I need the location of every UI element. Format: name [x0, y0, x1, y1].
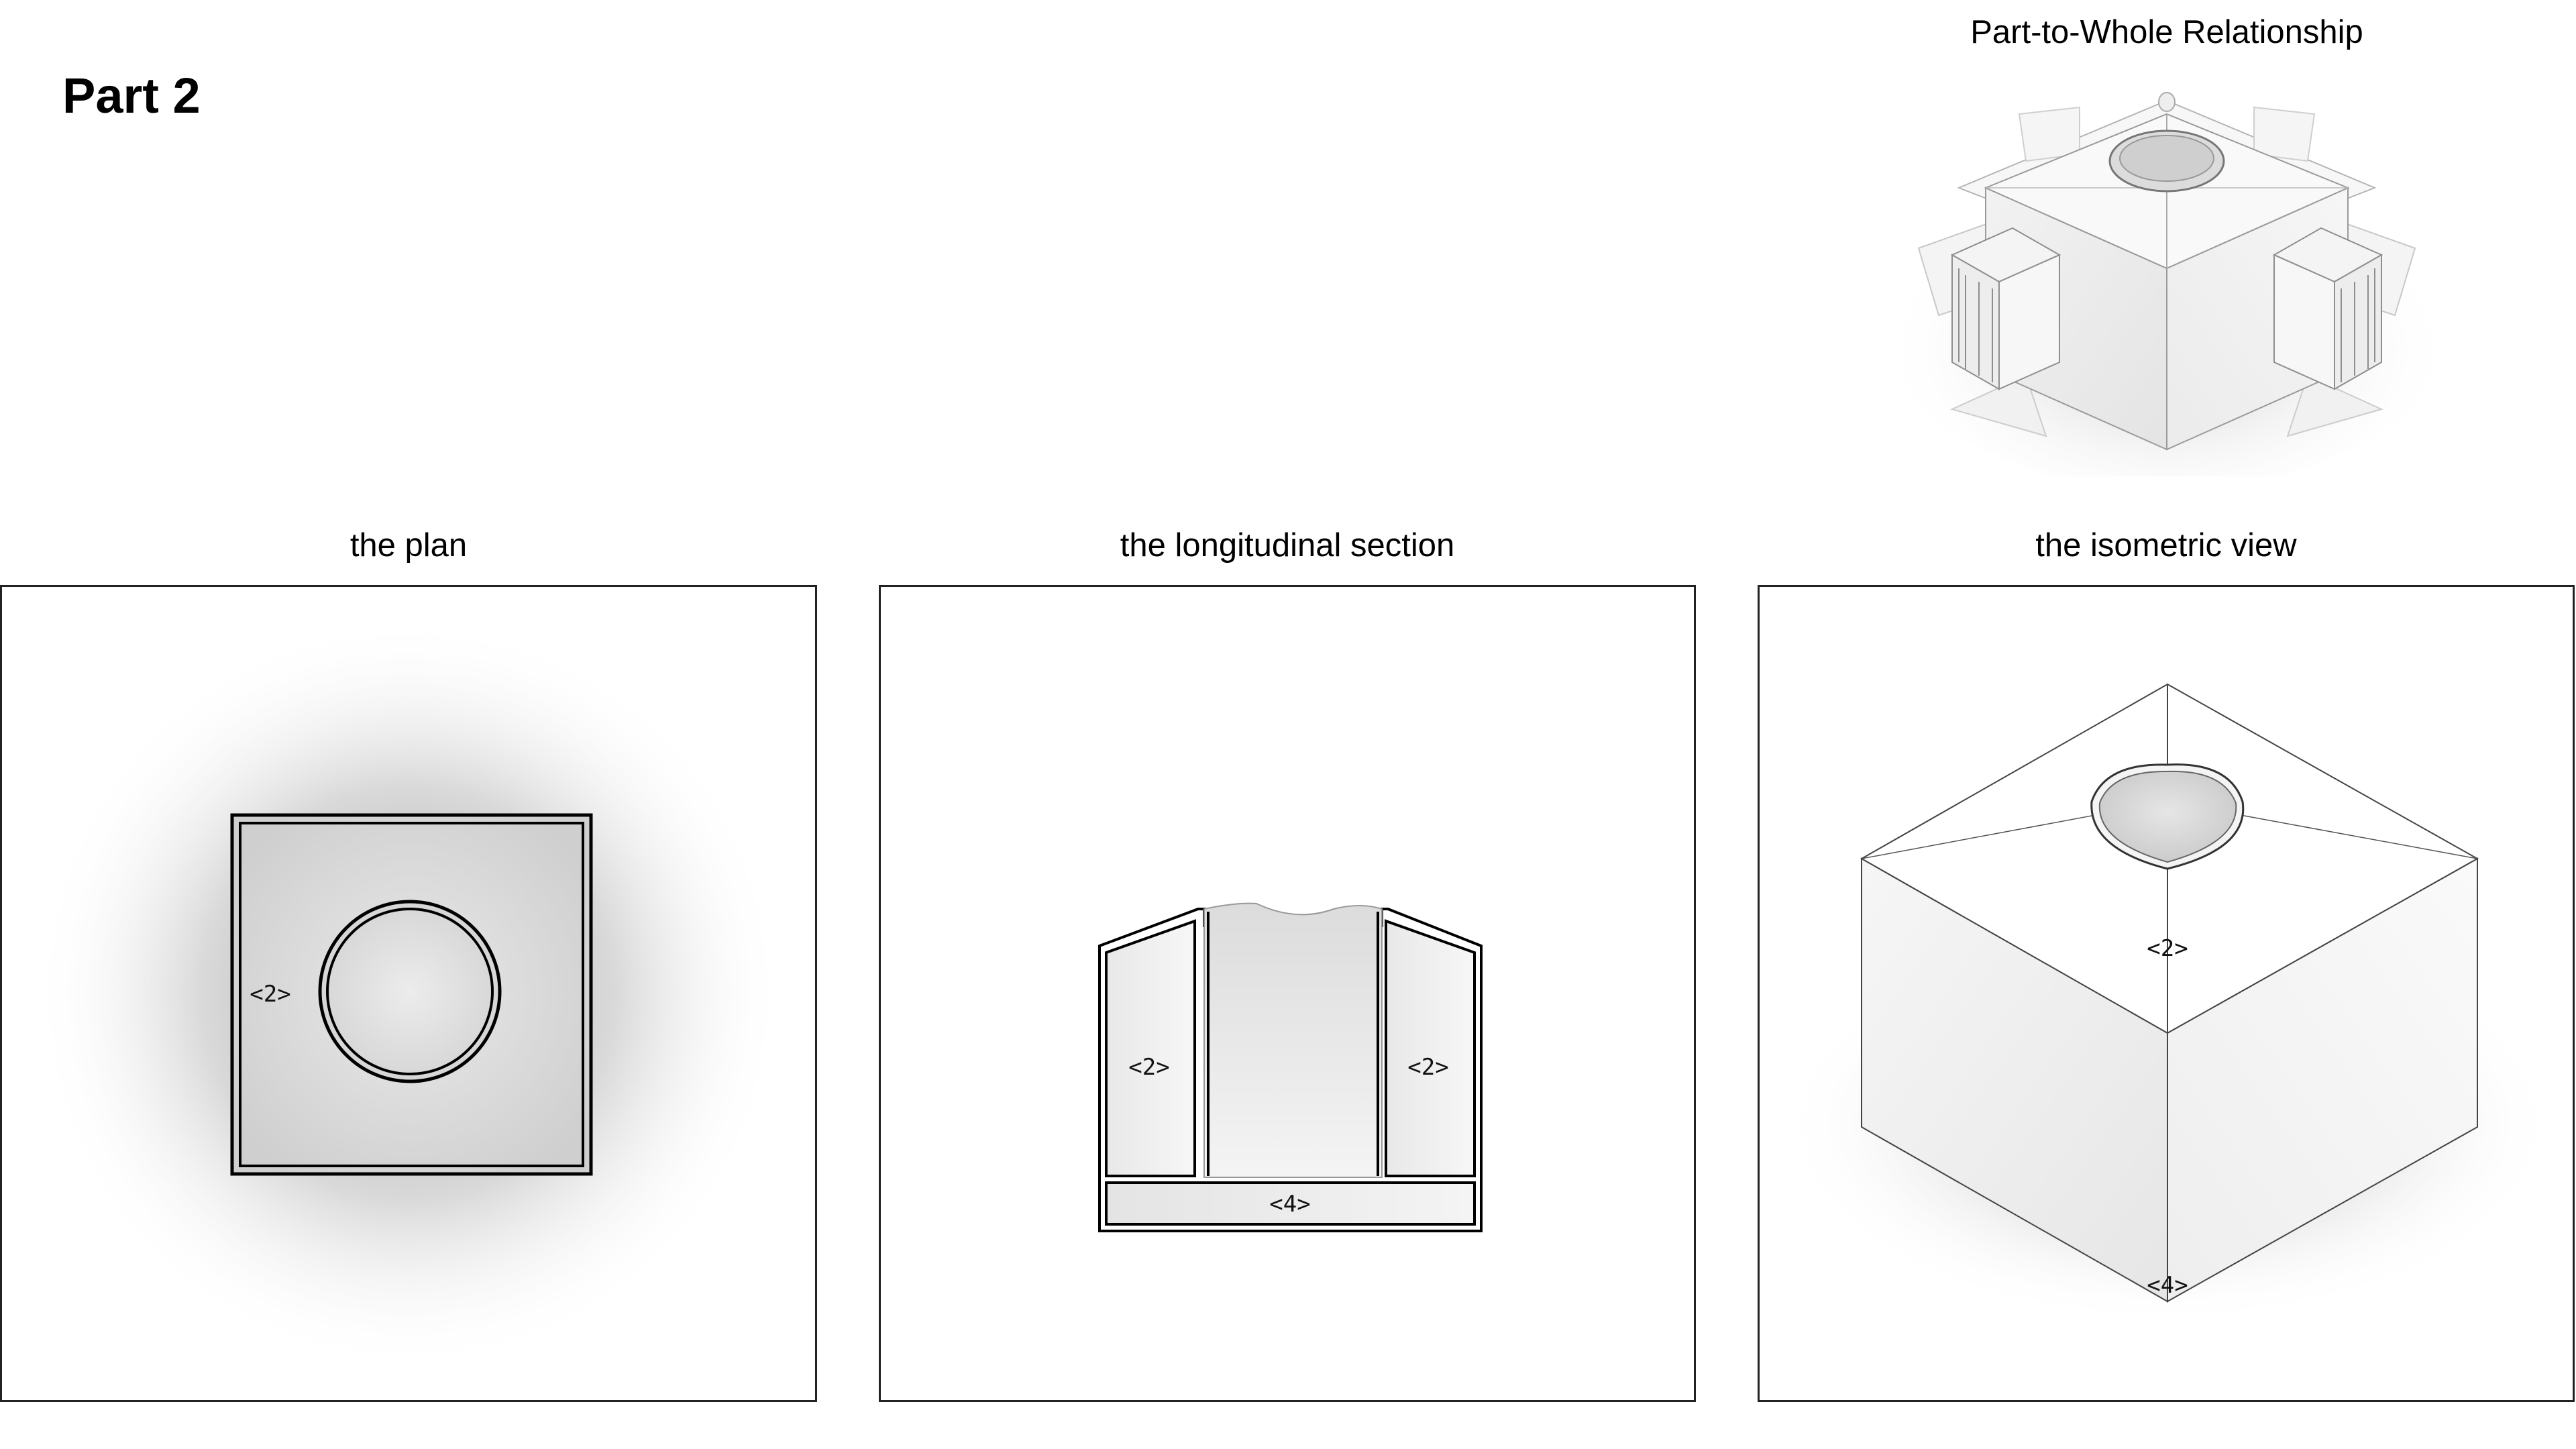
- plan-caption: the plan: [350, 527, 468, 564]
- isometric-caption: the isometric view: [2035, 527, 2297, 564]
- isometric-drawing: <2> <4>: [1780, 683, 2558, 1325]
- section-drawing: <2> <2> <4>: [1098, 902, 1483, 1232]
- section-panel: <2> <2> <4>: [879, 585, 1696, 1402]
- hero-caption: Part-to-Whole Relationship: [1970, 14, 2363, 50]
- hero-model-render: [1858, 60, 2489, 476]
- section-label-right-2: <2>: [1407, 1054, 1448, 1081]
- plan-label-2: <2>: [250, 981, 290, 1008]
- iso-label-bottom-4: <4>: [2147, 1272, 2188, 1299]
- section-label-base-4: <4>: [1269, 1191, 1310, 1218]
- building-render-image: [1878, 92, 2455, 476]
- isometric-panel: <2> <4>: [1758, 585, 2575, 1402]
- iso-label-top-2: <2>: [2147, 935, 2188, 962]
- plan-panel: <2>: [0, 585, 817, 1402]
- page-title: Part 2: [62, 68, 201, 123]
- section-label-left-2: <2>: [1128, 1054, 1169, 1081]
- plan-drawing: <2>: [33, 618, 784, 1369]
- section-caption: the longitudinal section: [1120, 527, 1455, 564]
